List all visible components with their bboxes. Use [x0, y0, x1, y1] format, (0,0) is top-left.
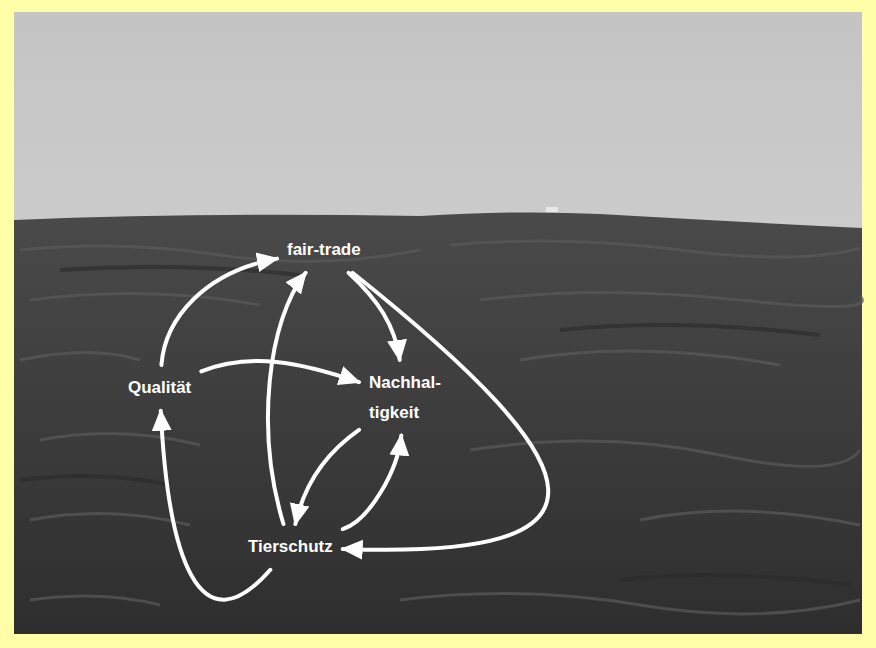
arrow-connector	[201, 361, 359, 382]
concept-label: Qualität	[124, 371, 195, 405]
concept-text: fair-trade	[287, 235, 361, 265]
arrow-connector	[161, 411, 271, 600]
boat	[546, 207, 558, 212]
arrow-connector	[268, 273, 306, 524]
concept-text: Nachhal- tigkeit	[369, 368, 441, 428]
concept-label: Tierschutz	[244, 530, 337, 564]
arrow-connector	[343, 436, 402, 530]
concept-text: Tierschutz	[248, 532, 333, 562]
arrow-connector	[295, 430, 359, 524]
arrow-connector	[349, 273, 400, 360]
arrow-connector	[161, 259, 277, 365]
arrow-connector	[343, 273, 549, 550]
concept-label: Nachhal- tigkeit	[365, 366, 445, 430]
concept-text: Qualität	[128, 373, 191, 403]
concept-label: fair-trade	[283, 233, 365, 267]
